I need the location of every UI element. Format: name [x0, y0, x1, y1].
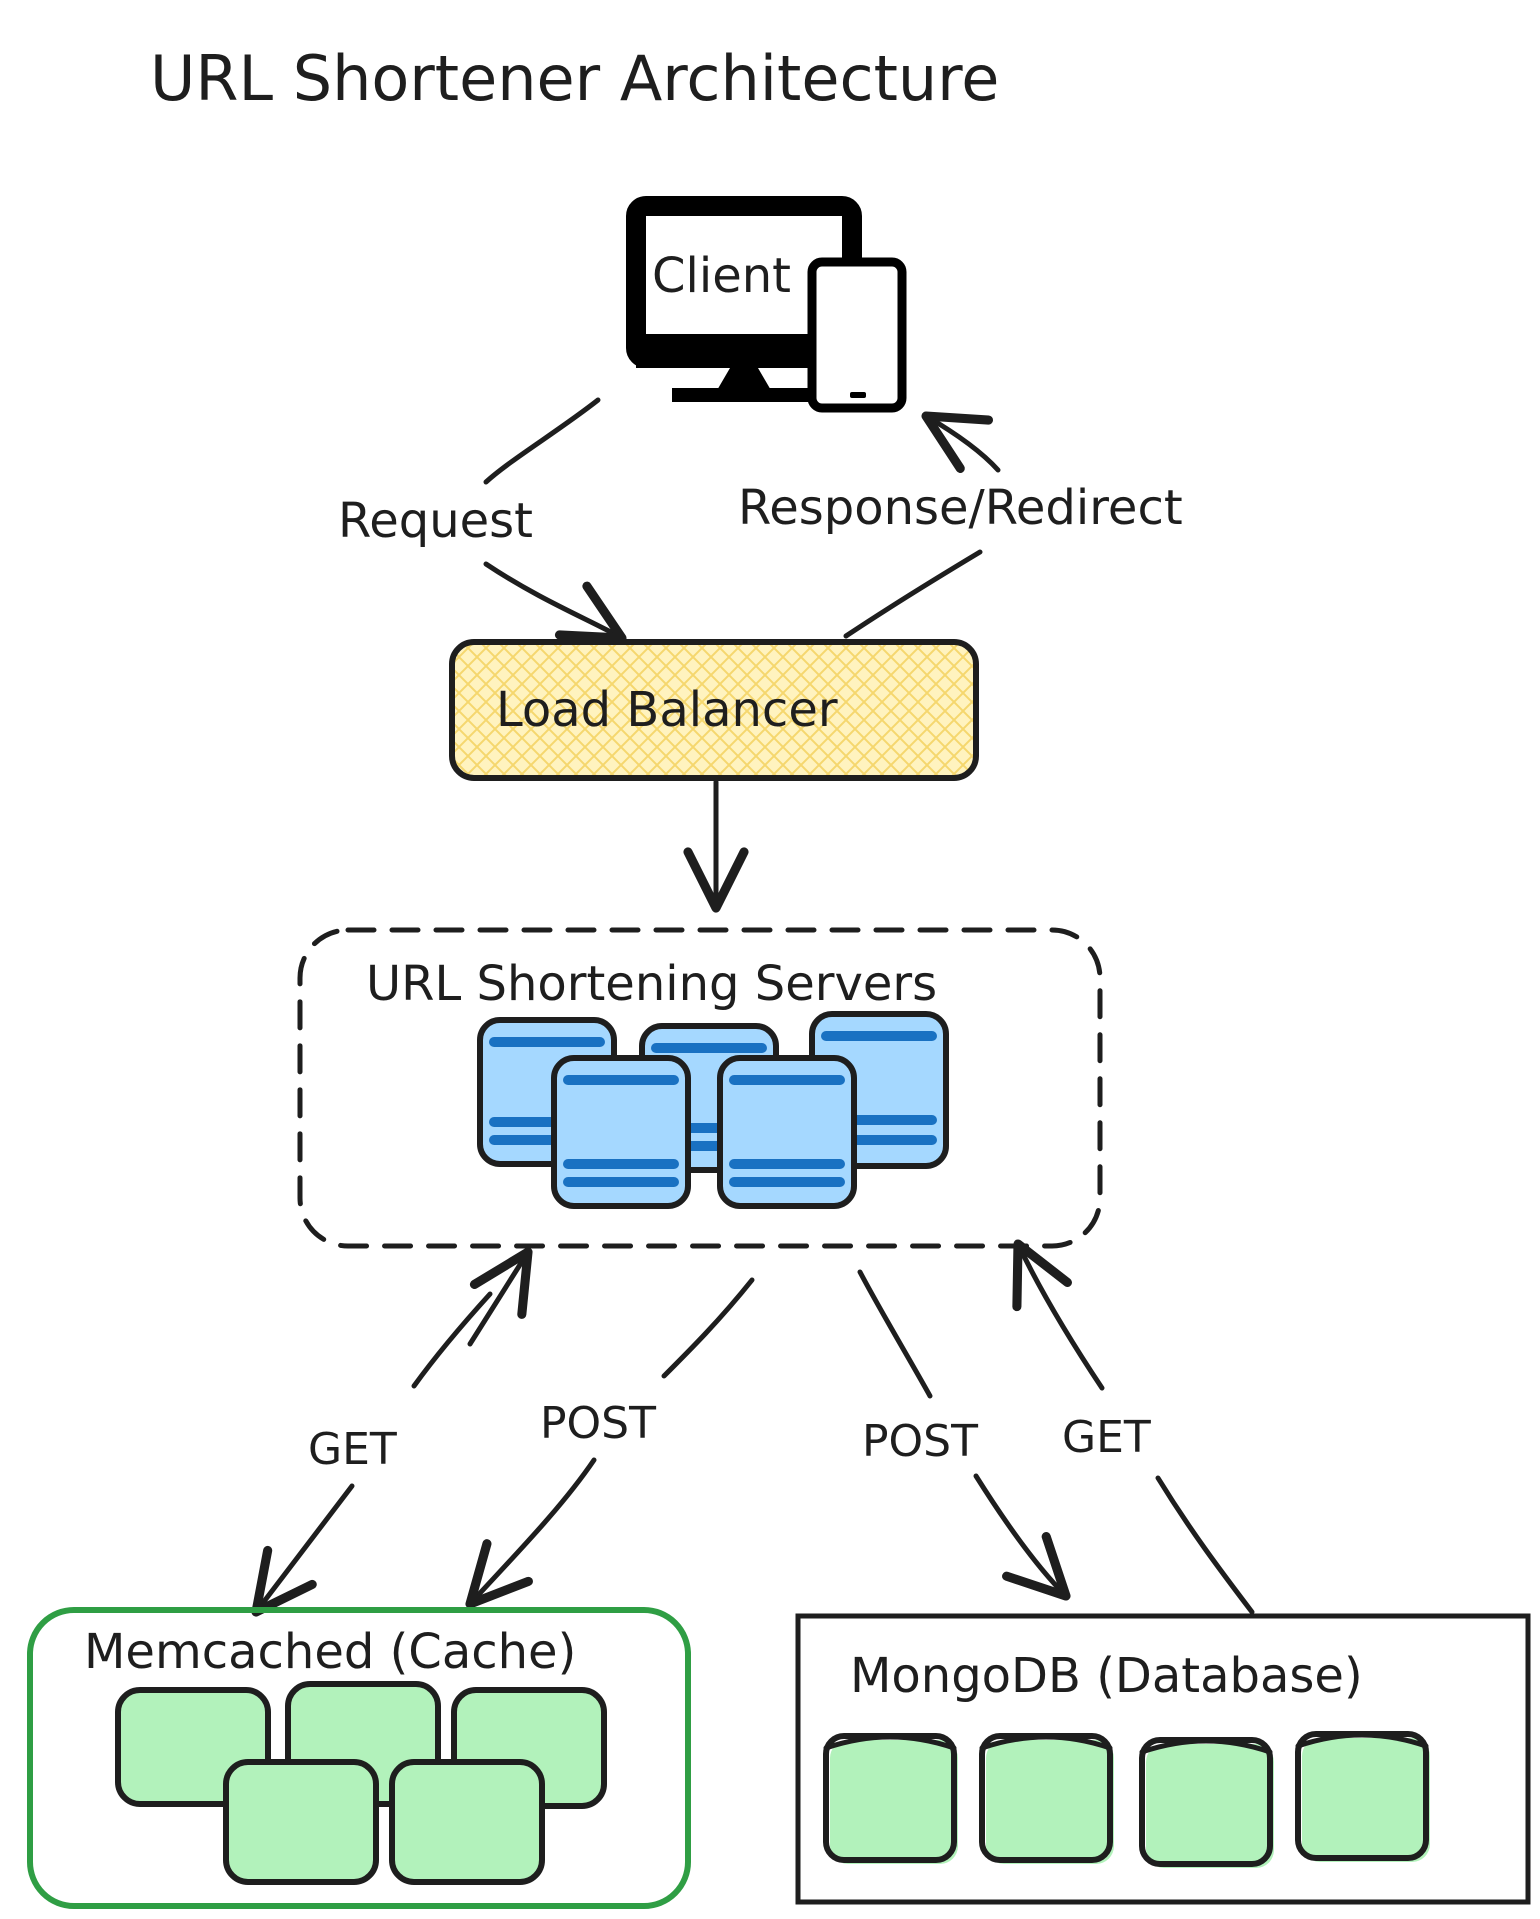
- cache-instance: [389, 1759, 545, 1885]
- database-node: MongoDB (Database): [795, 1613, 1531, 1905]
- response-label: Response/Redirect: [738, 480, 1183, 536]
- servers-label: URL Shortening Servers: [366, 956, 937, 1012]
- client-device-icon: Client: [626, 196, 907, 413]
- database-instance: [1295, 1731, 1430, 1862]
- database-instance: [1139, 1737, 1274, 1868]
- database-instance: [823, 1733, 958, 1864]
- diagram-title: URL Shortener Architecture: [150, 42, 999, 115]
- db-get-arrow: [1018, 1244, 1255, 1615]
- client-label: Client: [652, 248, 791, 304]
- cache-post-label: POST: [540, 1398, 656, 1449]
- load-balancer-node: Load Balancer: [449, 639, 979, 781]
- db-post-arrow: [857, 1269, 1066, 1596]
- server-icon: [717, 1055, 857, 1209]
- database-label: MongoDB (Database): [850, 1648, 1363, 1704]
- request-arrow: [483, 397, 622, 638]
- db-post-label: POST: [862, 1416, 978, 1467]
- cache-post-arrow: [470, 1277, 755, 1604]
- cache-get-label: GET: [308, 1424, 397, 1475]
- cache-instance: [223, 1759, 379, 1885]
- db-get-label: GET: [1062, 1412, 1151, 1463]
- server-icon: [551, 1055, 691, 1209]
- response-arrow: [843, 416, 1001, 639]
- request-label: Request: [338, 493, 533, 549]
- tablet-icon: [807, 257, 907, 413]
- servers-group: URL Shortening Servers: [297, 927, 1103, 1249]
- load-balancer-label: Load Balancer: [496, 682, 838, 738]
- cache-get-arrow: [411, 1252, 528, 1389]
- cache-node: Memcached (Cache): [27, 1607, 691, 1909]
- cache-get-down-arrow: [251, 1483, 355, 1617]
- cache-label: Memcached (Cache): [84, 1624, 576, 1680]
- database-instance: [979, 1733, 1114, 1864]
